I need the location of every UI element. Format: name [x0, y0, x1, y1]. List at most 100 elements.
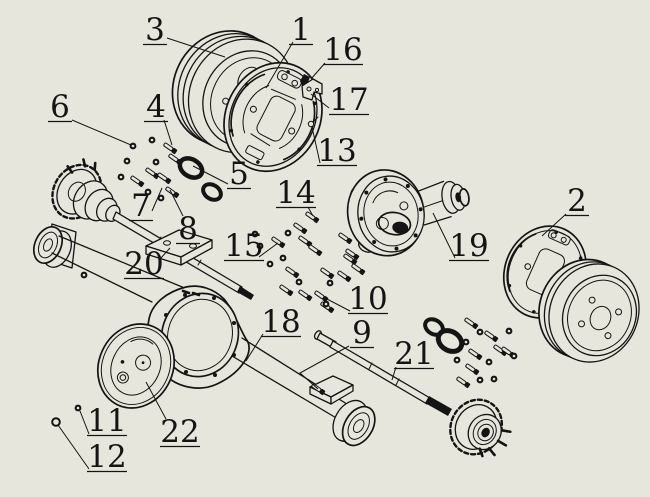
nut	[490, 375, 498, 383]
nut	[74, 404, 82, 412]
stud-bolt	[145, 167, 160, 180]
leader-line	[192, 165, 229, 185]
stud-bolt	[165, 186, 180, 199]
nut	[295, 278, 303, 286]
nut	[476, 376, 484, 384]
leader-line	[163, 119, 173, 146]
callout-14: 14	[276, 175, 316, 217]
nut	[462, 338, 470, 346]
fastener-cluster	[51, 136, 518, 427]
stud-bolt	[157, 172, 172, 185]
part-number: 20	[124, 246, 163, 282]
nut	[123, 157, 131, 165]
leader-line	[299, 345, 350, 390]
stud-bolt	[305, 211, 320, 224]
hub-flange-right	[449, 398, 512, 458]
housing-right-flange	[332, 399, 376, 447]
callout-21: 21	[391, 336, 434, 381]
callout-10: 10	[326, 281, 388, 317]
part-number: 19	[449, 228, 488, 264]
part-number: 8	[178, 211, 198, 247]
nut	[117, 173, 125, 181]
callout-16: 16	[310, 32, 363, 80]
nut	[453, 356, 461, 364]
stud-bolt	[285, 266, 300, 279]
stud-bolt	[468, 348, 483, 361]
leader-line	[145, 381, 167, 420]
stud-bolt	[338, 232, 353, 245]
stud-bolt	[465, 363, 480, 376]
part-number: 10	[348, 281, 387, 317]
differential-cover	[97, 323, 175, 409]
stud-bolt	[484, 330, 499, 343]
part-number: 2	[567, 183, 587, 219]
part-number: 18	[261, 304, 300, 340]
nut	[476, 328, 484, 336]
stud-bolt	[320, 267, 335, 280]
part-number: 15	[224, 228, 263, 264]
part-number: 1	[291, 12, 311, 48]
stud-bolt	[456, 376, 471, 389]
leader-line	[57, 424, 90, 470]
callout-12: 12	[57, 424, 127, 475]
callout-2: 2	[541, 183, 589, 237]
nut	[505, 327, 513, 335]
oil-seal-ring	[435, 328, 465, 354]
callout-15: 15	[224, 228, 279, 264]
leader-line	[258, 242, 279, 258]
nut	[129, 142, 137, 150]
nut	[284, 229, 292, 237]
stud-bolt	[351, 263, 366, 276]
stud-bolt	[293, 222, 308, 235]
leader-line	[310, 93, 330, 109]
leader-line	[169, 189, 184, 217]
part-number: 12	[87, 439, 126, 475]
callout-7: 7	[129, 187, 163, 224]
callout-17: 17	[310, 82, 369, 118]
stud-bolt	[279, 284, 294, 297]
stud-bolt	[464, 317, 479, 330]
part-number: 16	[323, 32, 362, 68]
brake-drum-right	[538, 258, 640, 363]
stud-bolt	[337, 270, 352, 283]
leader-line	[391, 366, 397, 381]
callout-8: 8	[169, 189, 200, 247]
leader-line	[151, 187, 163, 212]
callout-18: 18	[245, 304, 301, 362]
leader-line	[432, 212, 456, 259]
callout-6: 6	[48, 89, 132, 146]
oil-seal-ring	[51, 417, 61, 427]
callout-19: 19	[432, 212, 489, 264]
nut	[251, 230, 259, 238]
callout-11: 11	[79, 403, 127, 439]
oil-seal-ring	[177, 156, 205, 180]
nut	[148, 136, 156, 144]
line-art	[32, 30, 640, 458]
nut	[256, 242, 264, 250]
leader-line	[245, 333, 264, 362]
part-number: 6	[50, 89, 70, 125]
stud-bolt	[308, 244, 323, 257]
stud-bolt	[345, 248, 360, 261]
leader-line	[311, 126, 321, 164]
leader-line	[541, 213, 567, 237]
oil-seal-ring	[201, 182, 223, 202]
stud-bolt	[130, 175, 145, 188]
axle-housing	[32, 223, 376, 447]
stud-bolt	[271, 236, 286, 249]
part-number: 13	[317, 133, 356, 169]
nut	[80, 271, 88, 279]
axle-shaft-right	[313, 330, 512, 458]
differential-carrier	[346, 169, 470, 257]
bolt-part-13	[307, 120, 315, 128]
callout-22: 22	[145, 381, 200, 450]
callout-1: 1	[265, 12, 313, 89]
part-number: 11	[87, 403, 126, 439]
retainer-clip-and-bracket	[300, 74, 323, 128]
nut	[510, 352, 518, 360]
callout-5: 5	[192, 156, 251, 192]
leader-line	[79, 410, 90, 435]
part-number: 4	[146, 89, 166, 125]
